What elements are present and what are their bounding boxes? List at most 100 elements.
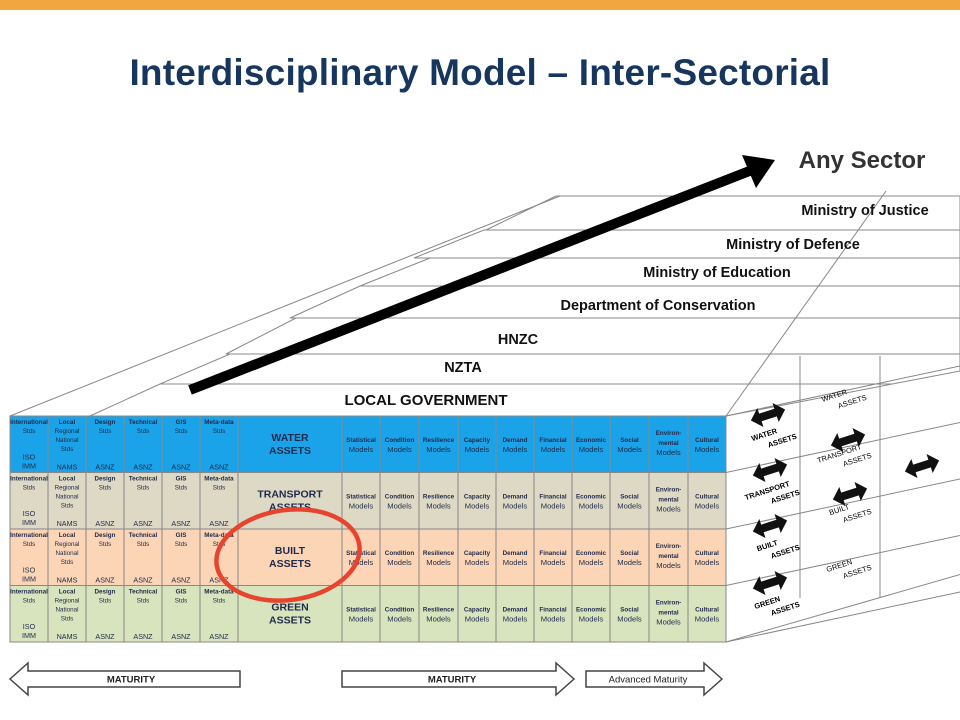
- model-text: Economic: [576, 437, 607, 444]
- model-text: Models: [465, 558, 490, 567]
- maturity-arrow: [585, 661, 724, 697]
- model-text: Models: [503, 558, 528, 567]
- standard-text: Design: [95, 419, 116, 426]
- model-text: Models: [656, 505, 681, 514]
- standard-text: Local: [59, 589, 76, 596]
- asset-row: [9, 415, 727, 473]
- asset-name: GREEN: [271, 602, 308, 614]
- double-arrow-icon: [830, 428, 866, 452]
- model-cell: [687, 585, 727, 643]
- standard-text: Stds: [61, 616, 74, 623]
- any-sector-arrow: [188, 155, 775, 395]
- standard-text: Stds: [213, 598, 226, 605]
- standard-code: NAMS: [57, 463, 78, 472]
- model-text: Models: [617, 502, 642, 511]
- model-text: Statistical: [346, 437, 376, 444]
- standard-text: Stds: [175, 598, 188, 605]
- model-text: Models: [387, 445, 412, 454]
- model-text: Models: [465, 615, 490, 624]
- model-text: Models: [503, 615, 528, 624]
- model-text: Models: [695, 502, 720, 511]
- standard-text: GIS: [176, 589, 187, 596]
- model-text: Models: [656, 618, 681, 627]
- side-double-arrow: [830, 428, 866, 452]
- model-text: Models: [426, 502, 451, 511]
- asset-name: WATER: [271, 432, 309, 444]
- model-text: Cultural: [695, 550, 719, 557]
- model-text: Models: [465, 502, 490, 511]
- model-text: Economic: [576, 494, 607, 501]
- sector-layer: [289, 285, 960, 319]
- maturity-arrow: [8, 661, 241, 697]
- standard-code: ISO: [23, 509, 36, 518]
- standard-text: International: [10, 419, 48, 426]
- standard-text: National: [55, 437, 78, 444]
- double-arrow-icon: [750, 403, 786, 427]
- standard-text: Stds: [137, 598, 150, 605]
- standard-text: Stds: [99, 428, 112, 435]
- double-arrow-icon: [752, 514, 788, 538]
- model-text: Models: [541, 445, 566, 454]
- asset-name: TRANSPORT: [257, 489, 323, 501]
- model-text: Resilience: [423, 550, 455, 557]
- standard-code: ISO: [23, 566, 36, 575]
- asset-row: [9, 472, 727, 530]
- standard-text: Regional: [55, 598, 80, 605]
- model-text: Models: [579, 615, 604, 624]
- sector-label: Ministry of Justice: [801, 203, 928, 219]
- standard-text: Design: [95, 476, 116, 483]
- asset-row: [9, 528, 727, 586]
- model-text: Economic: [576, 550, 607, 557]
- standard-text: Stds: [213, 428, 226, 435]
- standard-text: Design: [95, 589, 116, 596]
- standard-text: Technical: [129, 589, 158, 596]
- standard-code: ASNZ: [209, 519, 229, 528]
- model-text: Models: [541, 615, 566, 624]
- maturity-label: MATURITY: [107, 675, 156, 686]
- standard-code: ASNZ: [209, 632, 229, 641]
- model-text: Resilience: [423, 437, 455, 444]
- model-text: Capacity: [464, 550, 491, 557]
- standard-code: ASNZ: [95, 576, 115, 585]
- sector-label: HNZC: [498, 332, 539, 348]
- model-text: Financial: [539, 607, 567, 614]
- model-text: Models: [695, 615, 720, 624]
- model-text: Condition: [385, 607, 415, 614]
- sector-layer: [159, 353, 960, 385]
- side-double-arrow: [752, 514, 788, 538]
- model-text: Cultural: [695, 437, 719, 444]
- standard-code: ASNZ: [133, 576, 153, 585]
- model-text: Economic: [576, 607, 607, 614]
- standard-code: ASNZ: [209, 463, 229, 472]
- standard-code: ISO: [23, 453, 36, 462]
- standard-text: Local: [59, 419, 76, 426]
- model-text: Models: [656, 448, 681, 457]
- side-double-arrow: [904, 454, 940, 478]
- standard-text: Meta-data: [204, 589, 234, 596]
- model-text: Models: [426, 445, 451, 454]
- sector-label: LOCAL GOVERNMENT: [344, 392, 507, 409]
- model-text: Models: [503, 445, 528, 454]
- standard-text: GIS: [176, 419, 187, 426]
- standard-text: International: [10, 476, 48, 483]
- model-text: Statistical: [346, 494, 376, 501]
- standard-text: Stds: [61, 559, 74, 566]
- model-text: mental: [658, 440, 679, 447]
- standard-code: ASNZ: [171, 463, 191, 472]
- standard-text: National: [55, 607, 78, 614]
- side-double-arrow: [752, 571, 788, 595]
- standard-text: Meta-data: [204, 419, 234, 426]
- model-text: Models: [387, 558, 412, 567]
- model-text: Social: [620, 494, 639, 501]
- standard-code: ASNZ: [171, 576, 191, 585]
- side-double-arrow: [832, 482, 868, 506]
- standard-code: IMM: [22, 575, 36, 584]
- model-text: Social: [620, 607, 639, 614]
- standard-code: IMM: [22, 631, 36, 640]
- model-text: Condition: [385, 550, 415, 557]
- model-text: Demand: [503, 494, 528, 501]
- double-arrow-icon: [904, 454, 940, 478]
- standard-code: ASNZ: [171, 632, 191, 641]
- model-text: Models: [695, 445, 720, 454]
